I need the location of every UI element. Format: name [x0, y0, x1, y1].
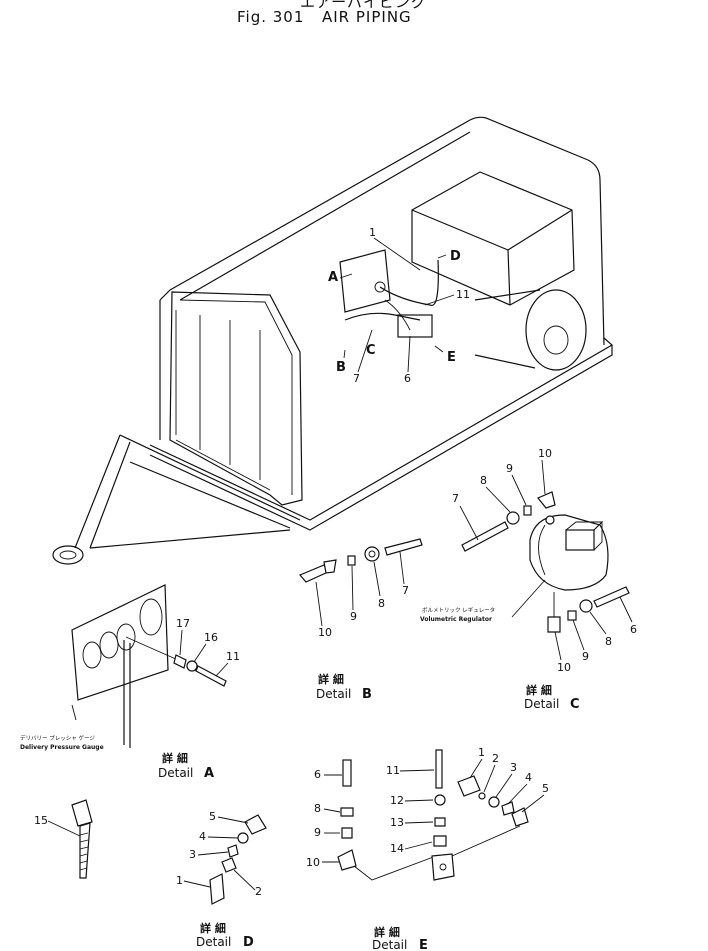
callout-e: E — [447, 350, 456, 365]
detail-e-mid-part-11: 11 — [386, 764, 400, 777]
detail-b-jp: 詳 細 — [318, 672, 344, 686]
detail-b-part-7: 7 — [402, 584, 409, 597]
detail-e-mid-part-12: 12 — [390, 794, 404, 807]
detail-d-part-1: 1 — [176, 874, 183, 887]
detail-e-right-part-3: 3 — [510, 761, 517, 774]
detail-e-mid-part-13: 13 — [390, 816, 404, 829]
detail-a-caption-en: Delivery Pressure Gauge — [20, 744, 104, 751]
part-16-shape — [186, 660, 198, 672]
detail-d: 5 4 3 1 2 詳 細 Detail D — [176, 810, 267, 950]
detail-c-top-part-8: 8 — [480, 474, 487, 487]
detail-c-top-part-10: 10 — [538, 447, 552, 460]
callout-a: A — [328, 270, 338, 285]
detail-b-part-8: 8 — [378, 597, 385, 610]
main-part-1: 1 — [369, 226, 376, 239]
detail-b-part-10: 10 — [318, 626, 332, 639]
detail-c-jp: 詳 細 — [526, 683, 552, 697]
detail-c-top-part-7: 7 — [452, 492, 459, 505]
detail-e-mid-part-14: 14 — [390, 842, 404, 855]
detail-c-caption-jp: ボルメトリック レギュレータ — [422, 606, 495, 614]
fig-label: Fig. 301 — [237, 8, 304, 26]
detail-e: 6 8 9 10 11 12 13 14 1 2 3 — [306, 746, 549, 951]
detail-c-bottom-part-6: 6 — [630, 623, 637, 636]
detail-d-part-2: 2 — [255, 885, 262, 898]
callout-b: B — [336, 360, 346, 375]
detail-e-left-part-6: 6 — [314, 768, 321, 781]
detail-c-caption-en: Volumetric Regulator — [420, 616, 492, 623]
detail-c: 10 9 8 7 10 9 8 6 ボルメトリック レギュレータ Volumet… — [420, 447, 637, 712]
detail-e-left-part-9: 9 — [314, 826, 321, 839]
part-7-pipe — [384, 538, 423, 556]
detail-a-jp: 詳 細 — [162, 751, 188, 765]
detail-e-right-part-2: 2 — [492, 752, 499, 765]
detail-e-right-part-4: 4 — [525, 771, 532, 784]
detail-a: 17 16 11 デリバリー プレッシャ ゲージ Delivery Pressu… — [20, 584, 240, 781]
detail-e-jp: 詳 細 — [374, 925, 400, 939]
main-part-6: 6 — [404, 372, 411, 385]
callout-d: D — [450, 249, 461, 264]
detail-e-left-part-8: 8 — [314, 802, 321, 815]
main-callouts: A B C D E 1 11 7 6 — [328, 226, 470, 385]
detail-e-letter: E — [419, 938, 428, 951]
detail-a-part-16: 16 — [204, 631, 218, 644]
detail-b-en: Detail — [316, 687, 351, 701]
detail-e-right-part-1: 1 — [478, 746, 485, 759]
detail-d-jp: 詳 細 — [200, 921, 226, 935]
part-11-shape — [195, 665, 227, 687]
detail-e-right-part-5: 5 — [542, 782, 549, 795]
detail-d-part-4: 4 — [199, 830, 206, 843]
main-part-7: 7 — [353, 372, 360, 385]
gauge-panel — [71, 584, 169, 701]
detail-c-bottom-part-8: 8 — [605, 635, 612, 648]
detail-d-part-3: 3 — [189, 848, 196, 861]
detail-d-part-5: 5 — [209, 810, 216, 823]
part-15-cable-tie: 15 — [34, 799, 93, 879]
detail-a-letter: A — [204, 766, 214, 781]
detail-c-top-part-9: 9 — [506, 462, 513, 475]
detail-e-left-part-10: 10 — [306, 856, 320, 869]
part-17-shape — [173, 654, 187, 669]
detail-c-bottom-part-9: 9 — [582, 650, 589, 663]
detail-a-caption-jp: デリバリー プレッシャ ゲージ — [20, 734, 95, 742]
detail-c-letter: C — [570, 697, 580, 712]
detail-c-pipe-7 — [461, 521, 509, 552]
trailer-compressor-unit — [52, 116, 614, 565]
detail-c-bottom-part-10: 10 — [557, 661, 571, 674]
detail-b: 10 9 8 7 詳 細 Detail B — [299, 538, 423, 702]
part-10-elbow — [299, 564, 329, 583]
detail-d-letter: D — [243, 935, 254, 950]
detail-a-en: Detail — [158, 766, 193, 780]
main-part-11: 11 — [456, 288, 470, 301]
detail-e-block — [431, 853, 455, 881]
detail-b-letter: B — [362, 687, 372, 702]
detail-c-en: Detail — [524, 697, 559, 711]
detail-a-part-11: 11 — [226, 650, 240, 663]
detail-e-en: Detail — [372, 938, 407, 951]
detail-b-part-9: 9 — [350, 610, 357, 623]
callout-c: C — [366, 343, 376, 358]
fig-title: AIR PIPING — [322, 8, 412, 26]
detail-a-part-17: 17 — [176, 617, 190, 630]
title-jp: エアーパイピング — [300, 0, 427, 11]
part-15-label: 15 — [34, 814, 48, 827]
volumetric-regulator-body — [529, 514, 609, 591]
detail-d-en: Detail — [196, 935, 231, 949]
